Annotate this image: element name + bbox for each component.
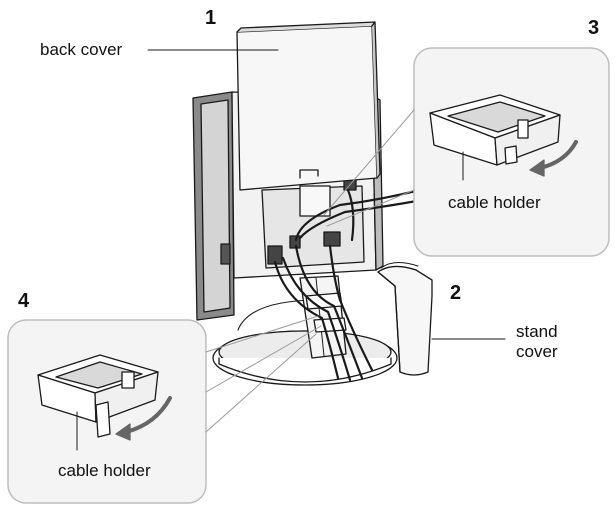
callout-3 xyxy=(323,47,610,257)
monitor-body xyxy=(192,91,384,321)
step-number-2: 2 xyxy=(450,282,462,304)
step-number-1: 1 xyxy=(205,7,217,29)
cable-holder-4 xyxy=(37,354,159,438)
rotate-arrow-4 xyxy=(124,396,172,434)
callout-4 xyxy=(7,315,322,504)
cables xyxy=(273,188,424,382)
stand-cover-label-line1: stand xyxy=(516,322,558,341)
back-cover-label: back cover xyxy=(40,40,123,59)
step-number-3: 3 xyxy=(588,17,600,39)
cable-holder-3 xyxy=(429,94,561,166)
step-number-4: 4 xyxy=(18,290,30,312)
stand-cover xyxy=(377,262,433,376)
cable-holder-label-top: cable holder xyxy=(448,193,541,212)
cable-holder-label-bottom: cable holder xyxy=(58,461,151,480)
stand-cover-label-line2: cover xyxy=(516,342,558,361)
back-cover xyxy=(236,21,381,191)
